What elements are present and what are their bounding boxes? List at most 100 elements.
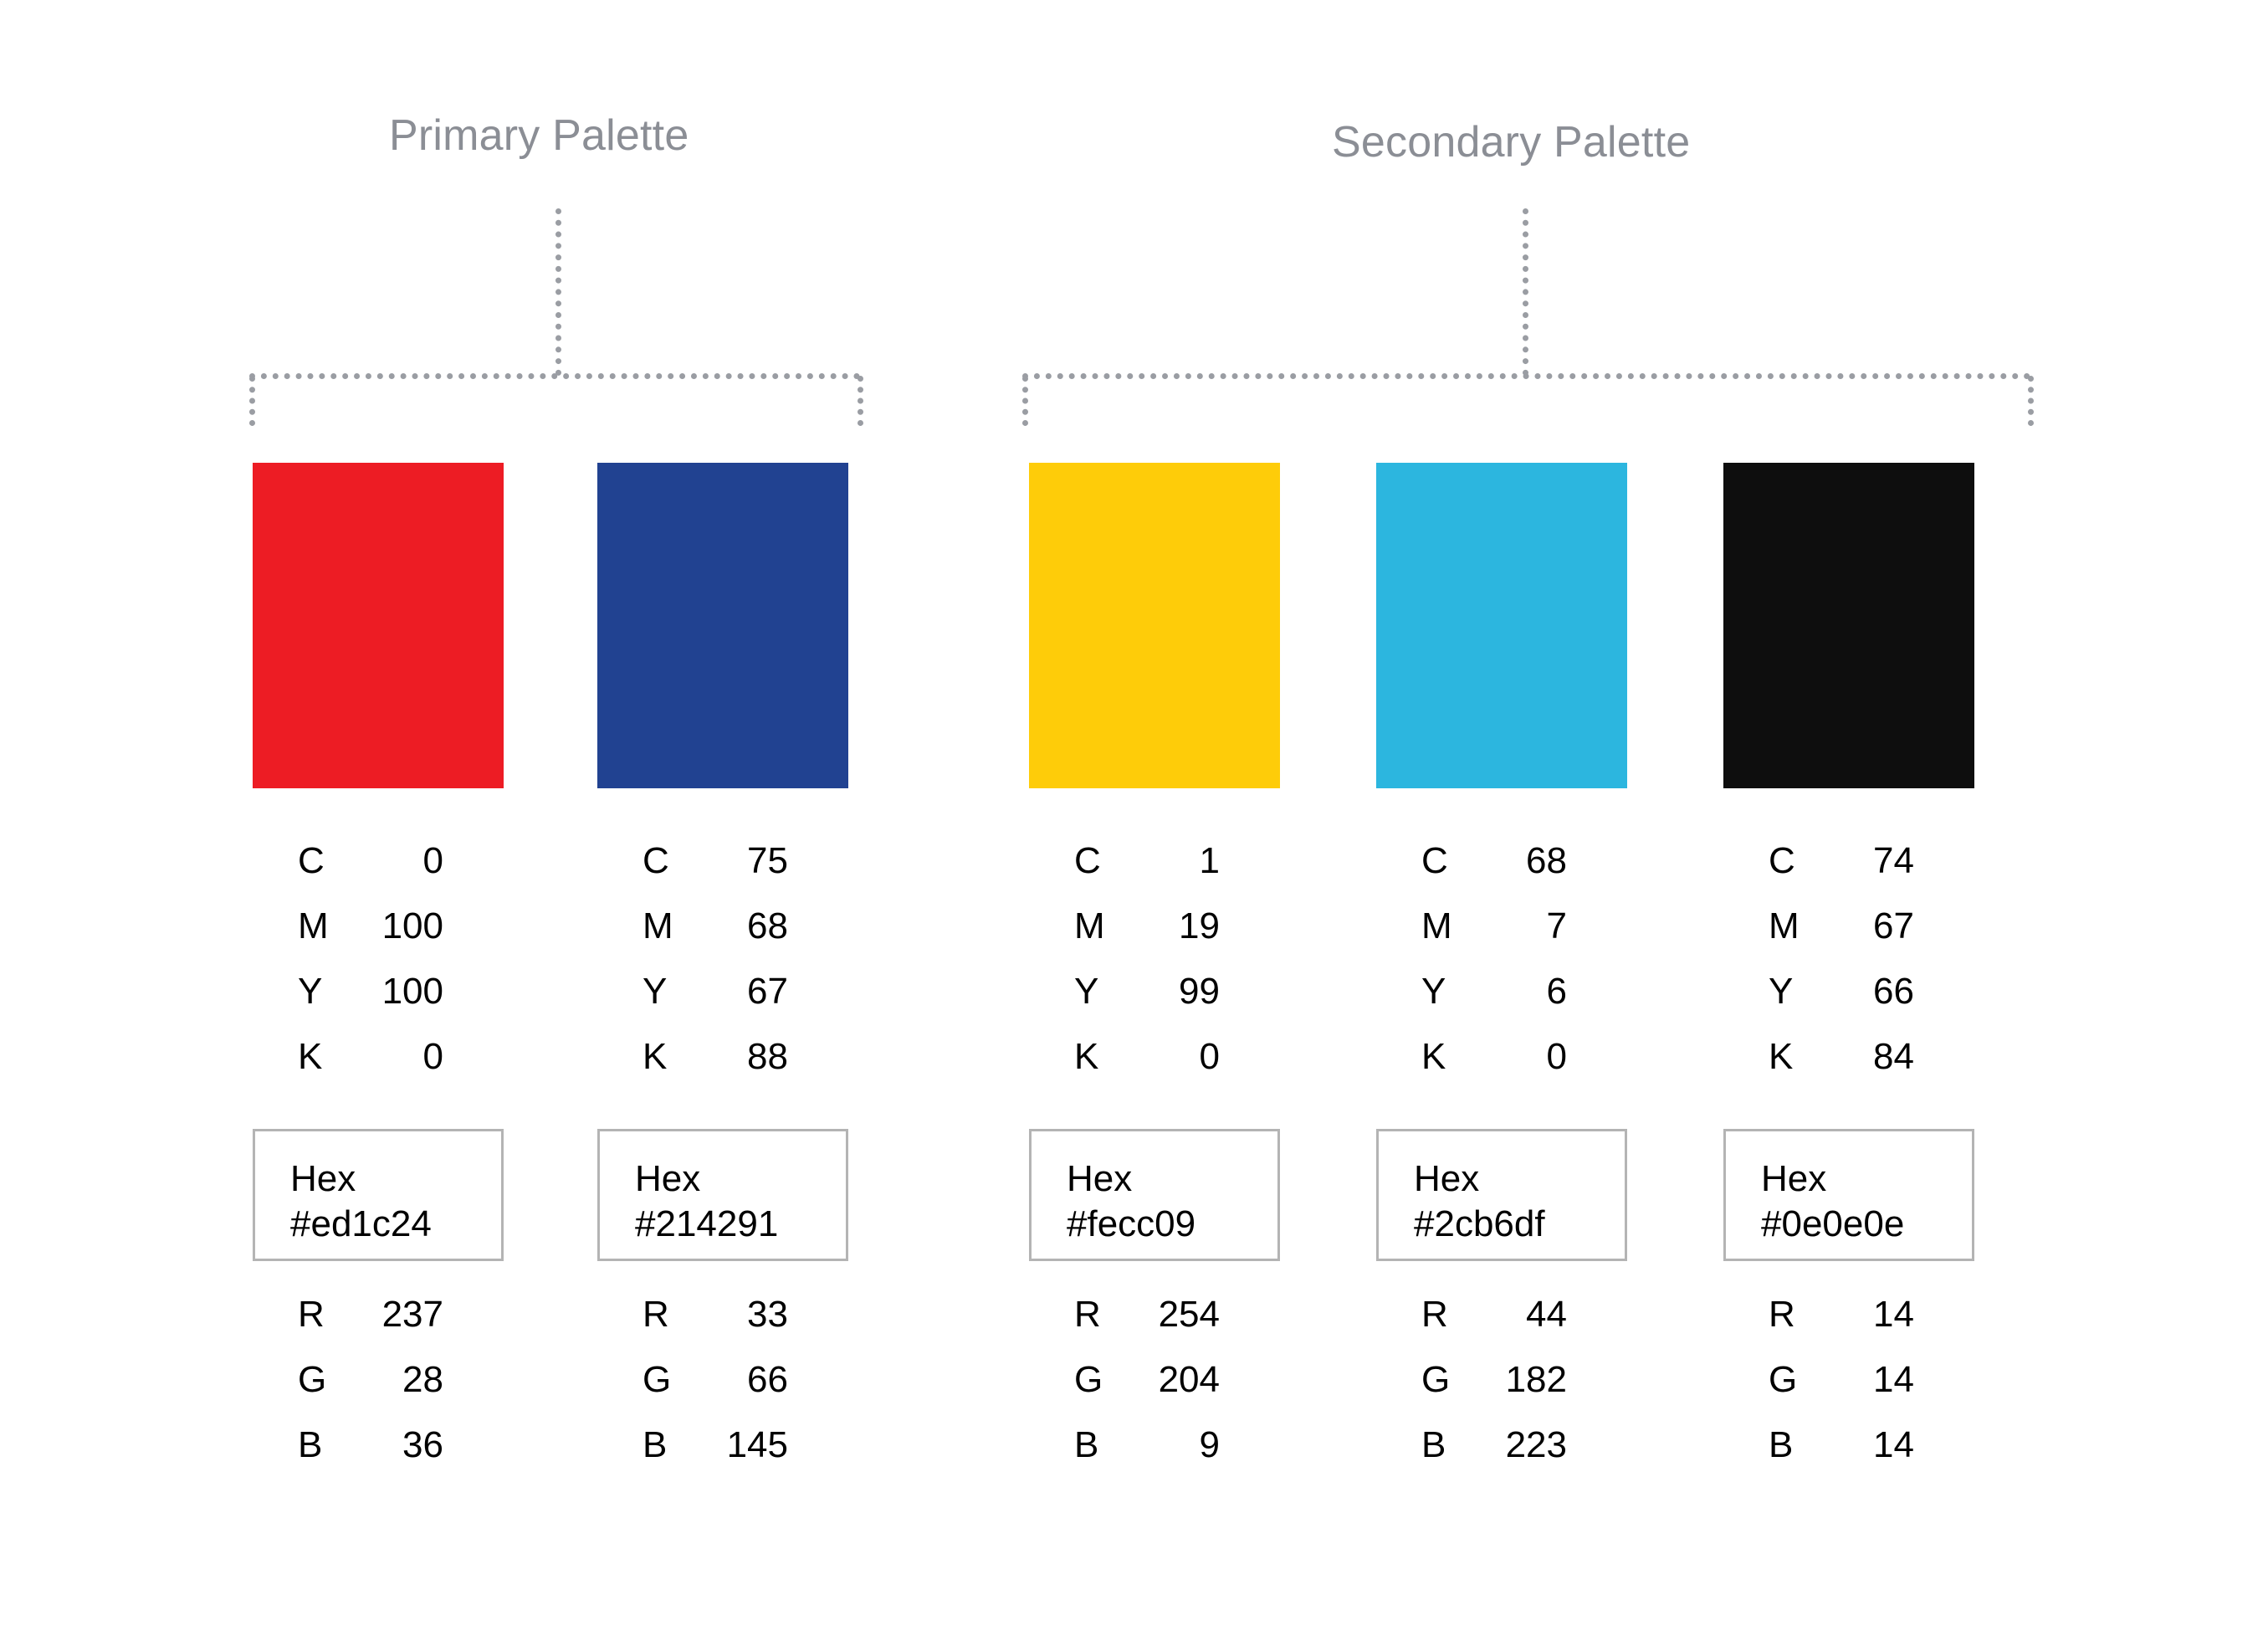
color-swatch-red xyxy=(253,463,504,788)
cmyk-key: M xyxy=(298,905,329,946)
rgb-key: B xyxy=(643,1424,668,1465)
cmyk-row: C 68 xyxy=(1376,843,1627,908)
cmyk-value: 74 xyxy=(1873,840,1914,881)
rgb-value: 145 xyxy=(726,1424,788,1465)
hex-label: Hex xyxy=(1761,1158,1827,1199)
cmyk-value: 0 xyxy=(422,840,443,881)
cmyk-key: Y xyxy=(1074,971,1099,1012)
rgb-row: R 44 xyxy=(1376,1296,1627,1362)
cmyk-value: 68 xyxy=(1526,840,1567,881)
rgb-row: G 28 xyxy=(253,1362,504,1427)
bracket-rail-secondary xyxy=(1022,373,2030,379)
cmyk-key: K xyxy=(1769,1036,1794,1077)
rgb-key: B xyxy=(1074,1424,1099,1465)
cmyk-key: M xyxy=(1074,905,1105,946)
bracket-leg-secondary-right xyxy=(2028,376,2034,426)
cmyk-row: Y 99 xyxy=(1029,973,1280,1039)
cmyk-key: M xyxy=(643,905,673,946)
bracket-rail-primary xyxy=(249,373,860,379)
rgb-row: B 14 xyxy=(1723,1427,1974,1492)
cmyk-value: 75 xyxy=(747,840,788,881)
rgb-value: 14 xyxy=(1873,1359,1914,1400)
color-swatch-cyan xyxy=(1376,463,1627,788)
cmyk-block-blue: C 75 M 68 Y 67 K 88 xyxy=(597,843,848,1104)
cmyk-key: Y xyxy=(1769,971,1794,1012)
bracket-stem-secondary xyxy=(1523,208,1528,376)
cmyk-value: 7 xyxy=(1546,905,1567,946)
cmyk-row: M 7 xyxy=(1376,908,1627,973)
cmyk-key: K xyxy=(1074,1036,1099,1077)
cmyk-block-black: C 74 M 67 Y 66 K 84 xyxy=(1723,843,1974,1104)
cmyk-row: Y 67 xyxy=(597,973,848,1039)
hex-value: #214291 xyxy=(635,1203,779,1244)
rgb-row: B 36 xyxy=(253,1427,504,1492)
cmyk-key: C xyxy=(298,840,325,881)
rgb-value: 204 xyxy=(1158,1359,1220,1400)
cmyk-row: C 75 xyxy=(597,843,848,908)
rgb-key: B xyxy=(298,1424,323,1465)
bracket-leg-secondary-left xyxy=(1022,376,1028,426)
hex-label: Hex xyxy=(1414,1158,1480,1199)
rgb-row: R 237 xyxy=(253,1296,504,1362)
cmyk-row: Y 66 xyxy=(1723,973,1974,1039)
hex-box-cyan: Hex #2cb6df xyxy=(1376,1129,1627,1261)
hex-box-black: Hex #0e0e0e xyxy=(1723,1129,1974,1261)
cmyk-row: K 88 xyxy=(597,1039,848,1104)
cmyk-key: Y xyxy=(298,971,323,1012)
rgb-value: 33 xyxy=(747,1294,788,1335)
cmyk-value: 0 xyxy=(422,1036,443,1077)
rgb-block-black: R 14 G 14 B 14 xyxy=(1723,1296,1974,1492)
rgb-row: G 182 xyxy=(1376,1362,1627,1427)
cmyk-value: 99 xyxy=(1179,971,1220,1012)
rgb-key: G xyxy=(298,1359,327,1400)
rgb-block-red: R 237 G 28 B 36 xyxy=(253,1296,504,1492)
cmyk-key: C xyxy=(1421,840,1448,881)
cmyk-row: Y 6 xyxy=(1376,973,1627,1039)
cmyk-value: 19 xyxy=(1179,905,1220,946)
rgb-key: R xyxy=(1769,1294,1795,1335)
rgb-value: 44 xyxy=(1526,1294,1567,1335)
hex-value: #2cb6df xyxy=(1414,1203,1545,1244)
color-swatch-yellow xyxy=(1029,463,1280,788)
cmyk-row: Y 100 xyxy=(253,973,504,1039)
cmyk-value: 1 xyxy=(1199,840,1220,881)
rgb-row: B 223 xyxy=(1376,1427,1627,1492)
rgb-value: 254 xyxy=(1158,1294,1220,1335)
cmyk-row: M 68 xyxy=(597,908,848,973)
cmyk-key: K xyxy=(1421,1036,1446,1077)
rgb-block-blue: R 33 G 66 B 145 xyxy=(597,1296,848,1492)
cmyk-value: 0 xyxy=(1546,1036,1567,1077)
rgb-row: R 254 xyxy=(1029,1296,1280,1362)
cmyk-row: K 0 xyxy=(253,1039,504,1104)
cmyk-row: K 0 xyxy=(1029,1039,1280,1104)
cmyk-key: C xyxy=(1769,840,1795,881)
cmyk-key: C xyxy=(1074,840,1101,881)
color-swatch-blue xyxy=(597,463,848,788)
rgb-row: G 14 xyxy=(1723,1362,1974,1427)
cmyk-value: 0 xyxy=(1199,1036,1220,1077)
rgb-value: 237 xyxy=(381,1294,443,1335)
color-column-blue: C 75 M 68 Y 67 K 88 Hex #214291 R 33 xyxy=(597,463,848,1492)
hex-value: #0e0e0e xyxy=(1761,1203,1905,1244)
cmyk-value: 100 xyxy=(381,971,443,1012)
rgb-row: G 204 xyxy=(1029,1362,1280,1427)
rgb-value: 14 xyxy=(1873,1294,1914,1335)
rgb-block-cyan: R 44 G 182 B 223 xyxy=(1376,1296,1627,1492)
cmyk-key: M xyxy=(1421,905,1452,946)
rgb-key: B xyxy=(1421,1424,1446,1465)
cmyk-key: Y xyxy=(643,971,668,1012)
rgb-key: R xyxy=(298,1294,325,1335)
cmyk-row: C 0 xyxy=(253,843,504,908)
color-swatch-black xyxy=(1723,463,1974,788)
cmyk-row: M 100 xyxy=(253,908,504,973)
cmyk-key: K xyxy=(643,1036,668,1077)
color-column-yellow: C 1 M 19 Y 99 K 0 Hex #fecc09 R 254 xyxy=(1029,463,1280,1492)
rgb-row: B 9 xyxy=(1029,1427,1280,1492)
cmyk-block-red: C 0 M 100 Y 100 K 0 xyxy=(253,843,504,1104)
bracket-leg-primary-right xyxy=(858,376,863,426)
rgb-value: 36 xyxy=(402,1424,443,1465)
rgb-value: 223 xyxy=(1505,1424,1567,1465)
cmyk-value: 88 xyxy=(747,1036,788,1077)
hex-box-yellow: Hex #fecc09 xyxy=(1029,1129,1280,1261)
